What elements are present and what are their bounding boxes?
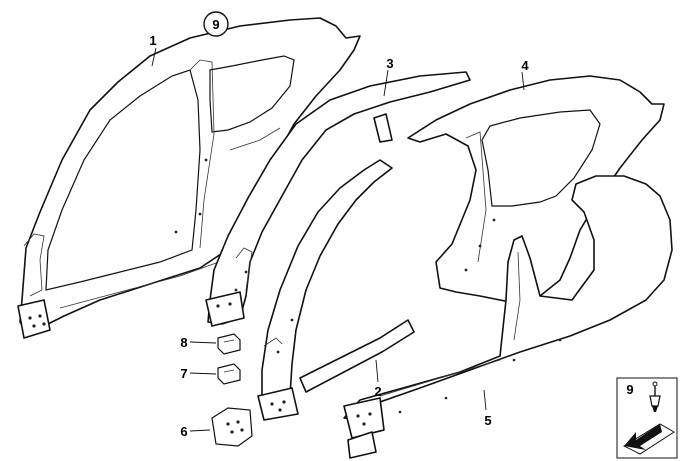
- callout-6: 6: [180, 424, 187, 439]
- part-2-pillar-sill: [257, 159, 415, 421]
- direction-arrow-icon: [622, 423, 675, 455]
- part-4-outer-panel: [407, 75, 665, 303]
- part-5-rear-wing-sill: [343, 175, 673, 459]
- part-3-roof-pillar: [205, 71, 471, 327]
- callout-1: 1: [149, 33, 156, 48]
- part-1-side-frame: [17, 17, 361, 339]
- callout-9: 9: [212, 17, 219, 32]
- callout-5: 5: [484, 413, 491, 428]
- callout-4: 4: [521, 58, 529, 73]
- callout-3: 3: [386, 56, 393, 71]
- part-8-bracket: [217, 333, 241, 355]
- fastener-legend-box: 9: [616, 377, 678, 459]
- callout-2: 2: [374, 384, 381, 399]
- callout-8: 8: [180, 335, 187, 350]
- part-6-bracket: [211, 407, 253, 447]
- part-7-bracket: [217, 363, 241, 385]
- leader-lines: [151, 47, 525, 432]
- rivet-icon: [649, 381, 661, 412]
- callout-7: 7: [180, 366, 187, 381]
- legend-callout-9: 9: [626, 382, 633, 397]
- callout-9-circle: [203, 11, 229, 37]
